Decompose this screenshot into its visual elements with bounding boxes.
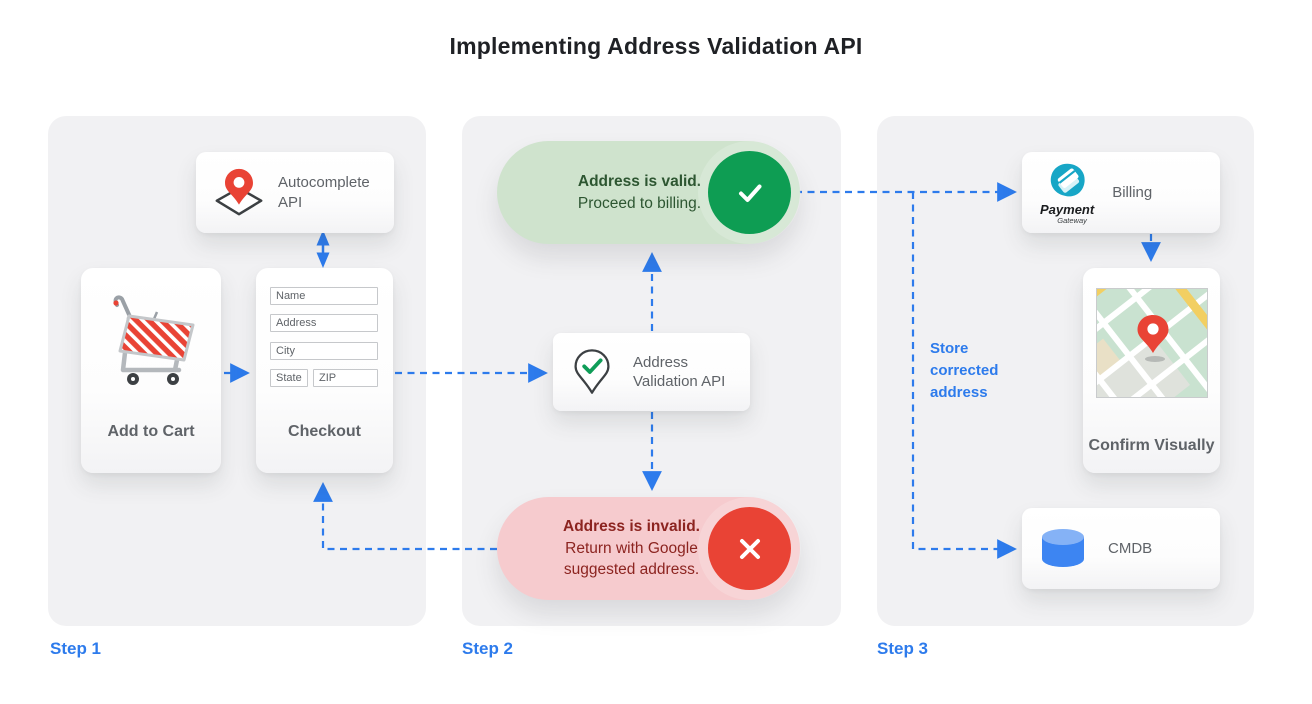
address-validation-api-label: Address Validation API — [633, 353, 726, 391]
map-thumbnail-icon — [1095, 288, 1208, 398]
shopping-cart-icon — [99, 290, 203, 395]
billing-label: Billing — [1112, 183, 1153, 201]
cmdb-label: CMDB — [1108, 539, 1153, 557]
payment-gateway-logo: Payment Gateway — [1040, 161, 1094, 225]
add-to-cart-card: Add to Cart — [81, 268, 221, 473]
step3-label: Step 3 — [877, 639, 929, 658]
confirm-visually-card: Confirm Visually — [1083, 268, 1220, 473]
autocomplete-api-label: Autocomplete API — [278, 174, 370, 211]
autocomplete-api-card: Autocomplete API — [196, 152, 394, 233]
checkout-card: Name Address City State ZIP Checkout — [256, 268, 393, 473]
zip-field: ZIP — [313, 369, 378, 387]
address-invalid-pill: Address is invalid. Return with Google s… — [497, 497, 800, 600]
store-corrected-address-note: Store corrected address — [930, 340, 999, 401]
checkout-label: Checkout — [288, 423, 361, 441]
state-field: State — [270, 369, 308, 387]
step1-label: Step 1 — [50, 639, 102, 658]
payment-gateway-title: Payment — [1040, 201, 1095, 217]
address-invalid-text: Address is invalid. Return with Google s… — [563, 517, 700, 579]
add-to-cart-label: Add to Cart — [107, 423, 195, 441]
address-valid-pill: Address is valid. Proceed to billing. — [497, 141, 800, 244]
billing-card: Payment Gateway Billing — [1022, 152, 1220, 233]
address-validation-api-card: Address Validation API — [553, 333, 750, 411]
map-pin-diamond-icon — [212, 166, 266, 220]
page-title: Implementing Address Validation API — [449, 33, 863, 59]
address-field: Address — [270, 314, 378, 332]
step2-label: Step 2 — [462, 639, 514, 658]
database-icon — [1040, 526, 1086, 572]
check-circle-icon — [708, 151, 791, 234]
map-pin-check-icon — [573, 348, 611, 396]
x-circle-icon — [708, 507, 791, 590]
city-field: City — [270, 342, 378, 360]
address-valid-text: Address is valid. Proceed to billing. — [577, 172, 702, 212]
payment-gateway-subtitle: Gateway — [1057, 215, 1087, 225]
name-field: Name — [270, 287, 378, 305]
confirm-visually-label: Confirm Visually — [1088, 437, 1215, 455]
cmdb-card: CMDB — [1022, 508, 1220, 589]
